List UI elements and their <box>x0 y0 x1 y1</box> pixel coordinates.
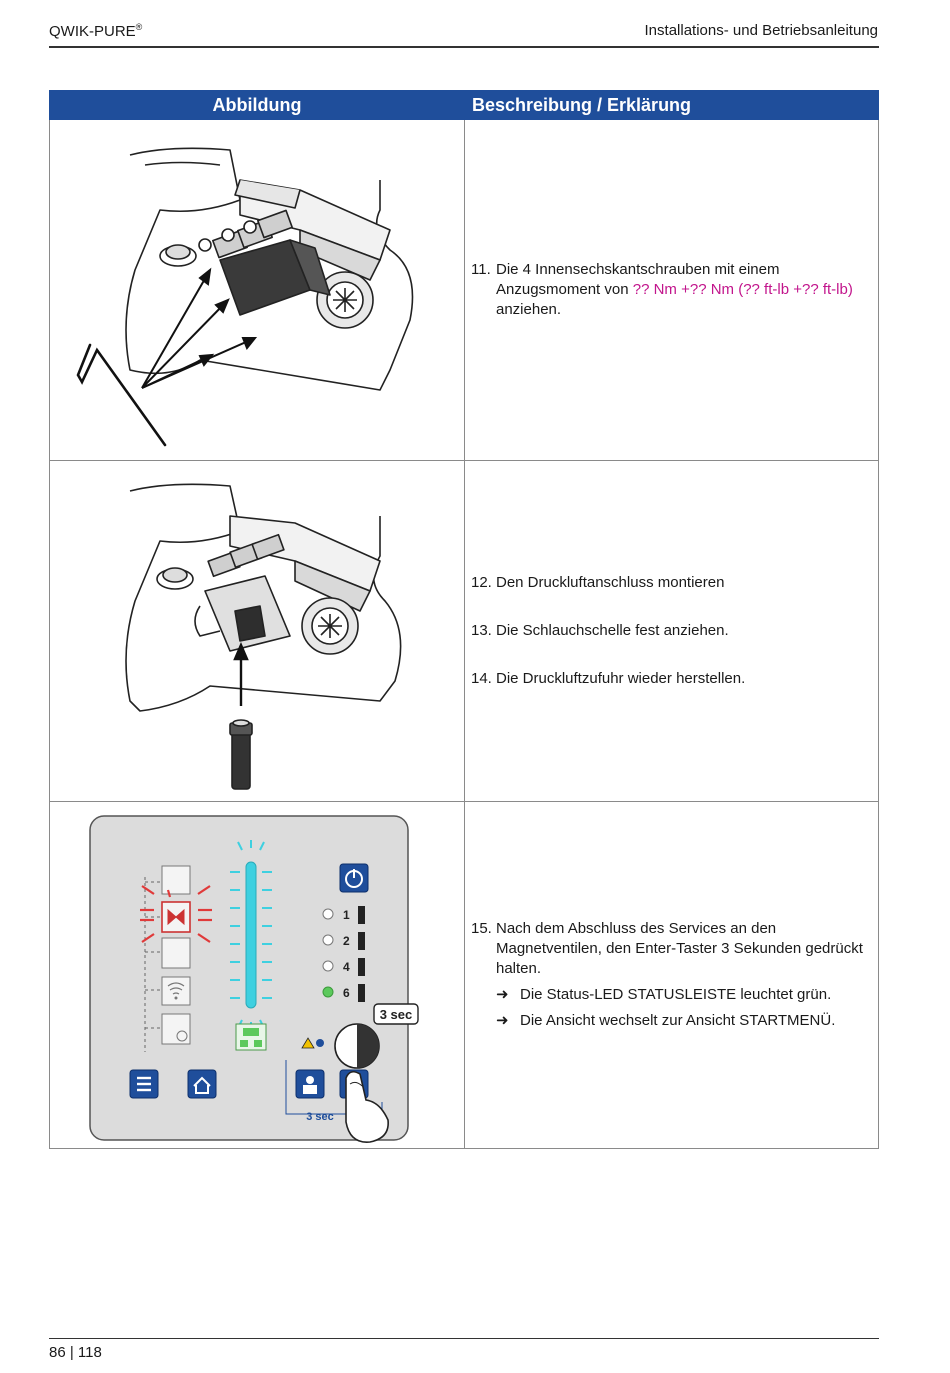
valve-allen-key-illustration <box>76 147 414 447</box>
step-text-a: Die 4 Innensechskantschrauben mit einem … <box>496 261 780 298</box>
result-item: ➜ Die Ansicht wechselt zur Ansicht START… <box>496 1011 870 1031</box>
warning-icon <box>301 1037 315 1049</box>
table-row: 1 2 4 6 <box>49 801 879 1149</box>
error-icon <box>176 1030 188 1042</box>
header-product: QWIK-PURE® <box>49 22 142 40</box>
result-item: ➜ Die Status-LED STATUSLEISTE leuchtet g… <box>496 985 870 1005</box>
step-13: 13. Die Schlauchschelle fest anziehen. <box>471 621 870 641</box>
result-arrow-icon: ➜ <box>496 986 509 1003</box>
instruction-table: Abbildung Beschreibung / Erklärung <box>49 90 879 1149</box>
step-14: 14. Die Druckluftzufuhr wieder herstelle… <box>471 669 870 689</box>
footer-divider <box>49 1338 879 1339</box>
hold-bracket <box>285 1060 383 1115</box>
step-text: Die Schlauchschelle fest anziehen. <box>496 622 729 639</box>
hold-label: 3 sec <box>306 1111 334 1123</box>
step-text: Die 4 Innensechskantschrauben mit einem … <box>496 260 870 320</box>
table-header-row: Abbildung Beschreibung / Erklärung <box>49 90 879 120</box>
valve-icon <box>167 908 185 926</box>
registered-mark: ® <box>135 22 143 32</box>
air-connection-illustration <box>125 483 402 790</box>
step-15: 15. Nach dem Abschluss des Services an d… <box>471 919 870 979</box>
step-number: 11. <box>471 261 491 278</box>
step-text: Den Druckluftanschluss montieren <box>496 574 725 591</box>
result-arrow-icon: ➜ <box>496 1012 509 1029</box>
step-text: Die Druckluftzufuhr wieder herstellen. <box>496 670 746 687</box>
table-row: 11. Die 4 Innensechskantschrauben mit ei… <box>49 119 879 461</box>
figure-cell <box>49 119 465 461</box>
service-indicator-icon <box>316 1039 324 1047</box>
description-cell: 12. Den Druckluftanschluss montieren 13.… <box>464 460 879 802</box>
table-row: 12. Den Druckluftanschluss montieren 13.… <box>49 460 879 802</box>
spacer <box>471 641 870 669</box>
description-cell: 11. Die 4 Innensechskantschrauben mit ei… <box>464 119 879 461</box>
timer-clock <box>334 1023 380 1069</box>
col-header-description: Beschreibung / Erklärung <box>464 90 879 120</box>
level-label: 6 <box>343 986 350 1000</box>
timer-label: 3 sec <box>380 1007 413 1022</box>
torque-placeholder: ?? Nm +?? Nm (?? ft-lb +?? ft-lb) <box>632 281 853 298</box>
header-doc-title: Installations- und Betriebsanleitung <box>644 22 878 39</box>
description-cell: 15. Nach dem Abschluss des Services an d… <box>464 801 879 1149</box>
step-text-b: anziehen. <box>496 301 562 318</box>
step-number: 13. <box>471 622 492 639</box>
figure-cell <box>49 460 465 802</box>
timer-badge <box>373 1003 419 1025</box>
step-text: Nach dem Abschluss des Services an den M… <box>496 920 863 977</box>
finger-icon <box>345 1070 389 1143</box>
service-icons <box>161 865 191 1045</box>
col-header-figure: Abbildung <box>49 90 465 120</box>
status-led-bar <box>245 861 257 1009</box>
step-number: 15. <box>471 920 492 937</box>
level-label: 1 <box>343 908 350 922</box>
step-11: 11. Die 4 Innensechskantschrauben mit ei… <box>471 260 870 320</box>
level-indicators: 1 2 4 6 <box>322 906 365 1002</box>
spacer <box>471 593 870 621</box>
figure-cell: 1 2 4 6 <box>49 801 465 1149</box>
red-blink-rays <box>140 885 212 943</box>
result-text: Die Status-LED STATUSLEISTE leuchtet grü… <box>520 986 832 1003</box>
wifi-icon <box>167 982 185 995</box>
page-number: 86 | 118 <box>49 1344 102 1361</box>
result-text: Die Ansicht wechselt zur Ansicht STARTME… <box>520 1012 836 1029</box>
header-divider <box>49 46 879 48</box>
step-number: 14. <box>471 670 492 687</box>
level-label: 2 <box>343 934 350 948</box>
product-name: QWIK-PURE <box>49 23 136 40</box>
level-label: 4 <box>343 960 350 974</box>
step-number: 12. <box>471 574 492 591</box>
step-12: 12. Den Druckluftanschluss montieren <box>471 573 870 593</box>
control-panel-illustration: 1 2 4 6 <box>89 815 419 1143</box>
